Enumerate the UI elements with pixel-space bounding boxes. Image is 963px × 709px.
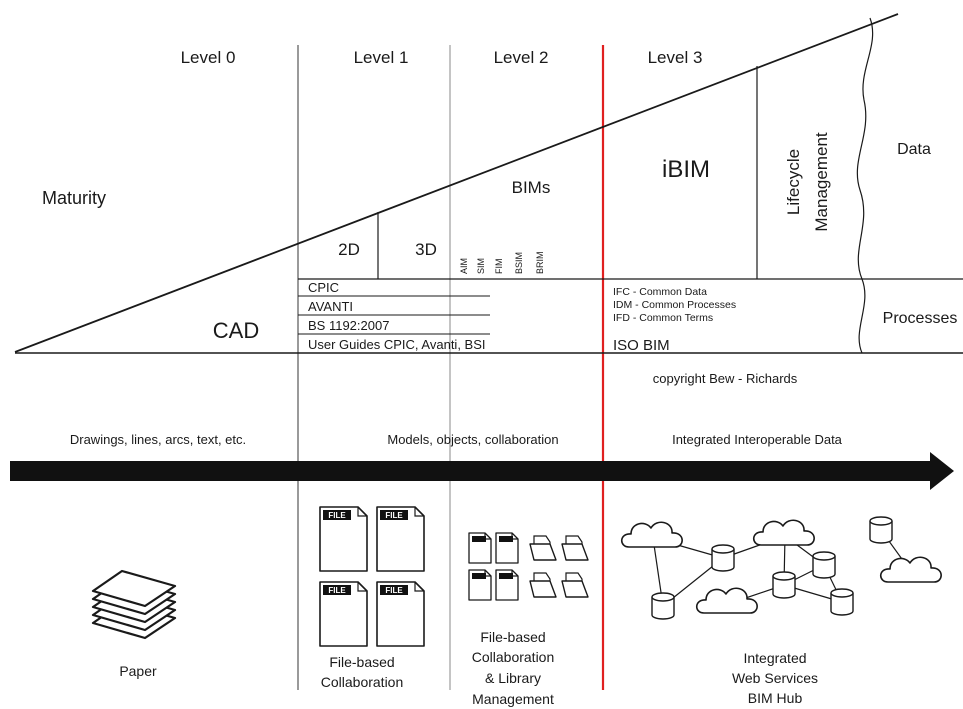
level-0-heading: Level 0 (181, 48, 236, 67)
file-document-icon: FILE (319, 506, 368, 572)
standard-idm: IDM - Common Processes (613, 299, 736, 311)
file-tag-label: FILE (385, 586, 403, 595)
caption-library-line: Management (472, 691, 554, 707)
standard-avanti: AVANTI (308, 299, 353, 314)
caption-web-services-line: Web Services (732, 670, 818, 686)
database-icon (830, 588, 854, 616)
file-document-icon (495, 569, 519, 601)
web-services-network (620, 516, 942, 620)
maturity-label: Maturity (42, 188, 106, 208)
copyright-text: copyright Bew - Richards (653, 371, 798, 386)
folder-icon (529, 572, 557, 598)
level-3-heading: Level 3 (648, 48, 703, 67)
file-document-icon (468, 569, 492, 601)
folder-icon (561, 535, 589, 561)
caption-library: File-based Collaboration & Library Manag… (472, 629, 555, 707)
ibim-label: iBIM (662, 156, 710, 183)
database-icon (812, 551, 836, 579)
cloud-icon (695, 587, 758, 614)
2d-label: 2D (338, 240, 360, 259)
timeline-drawings: Drawings, lines, arcs, text, etc. (70, 432, 246, 447)
paper-stack-icon (91, 569, 177, 640)
timeline-arrow (10, 452, 954, 490)
database-icon (772, 571, 796, 599)
standard-bs1192: BS 1192:2007 (308, 318, 389, 333)
bim-type-sim: SIM (476, 258, 486, 274)
file-icons-level2 (468, 532, 589, 601)
database-icon (651, 592, 675, 620)
caption-web-services: Integrated Web Services BIM Hub (732, 650, 818, 706)
folder-icon (561, 572, 589, 598)
timeline-integrated: Integrated Interoperable Data (672, 432, 843, 447)
file-document-icon: FILE (319, 581, 368, 647)
processes-label: Processes (883, 310, 958, 327)
level-2-heading: Level 2 (494, 48, 549, 67)
database-icon (869, 516, 893, 544)
caption-library-line: & Library (485, 670, 541, 686)
maturity-triangle-outline (14, 13, 899, 353)
file-icons-level1: FILE FILE FILE FILE (319, 506, 425, 647)
file-document-icon: FILE (376, 506, 425, 572)
iso-bim-label: ISO BIM (613, 337, 670, 354)
standard-ifc: IFC - Common Data (613, 286, 707, 298)
file-document-icon (495, 532, 519, 564)
3d-label: 3D (415, 240, 437, 259)
file-tag-label: FILE (328, 511, 346, 520)
cloud-icon (752, 519, 815, 546)
database-icon (711, 544, 735, 572)
caption-paper: Paper (119, 663, 157, 679)
caption-file-based-line: File-based (329, 654, 394, 670)
level-1-heading: Level 1 (354, 48, 409, 67)
data-wavy-boundary (856, 17, 874, 354)
bim-type-fim: FIM (494, 259, 504, 275)
caption-library-line: File-based (480, 629, 545, 645)
caption-library-line: Collaboration (472, 649, 555, 665)
standard-ifd: IFD - Common Terms (613, 312, 713, 324)
lifecycle-label-line2: Management (812, 132, 831, 232)
data-label: Data (897, 141, 931, 158)
standard-cpic: CPIC (308, 280, 339, 295)
cad-label: CAD (213, 318, 259, 343)
folder-icon (529, 535, 557, 561)
file-document-icon: FILE (376, 581, 425, 647)
cloud-icon (620, 521, 683, 548)
bims-label: BIMs (512, 178, 551, 197)
caption-file-based: File-based Collaboration (321, 654, 404, 690)
bim-types: AIM SIM FIM BSIM BRIM (459, 252, 545, 275)
caption-file-based-line: Collaboration (321, 674, 404, 690)
bim-type-aim: AIM (459, 258, 469, 274)
file-tag-label: FILE (328, 586, 346, 595)
file-document-icon (468, 532, 492, 564)
timeline-models: Models, objects, collaboration (387, 432, 558, 447)
file-tag-label: FILE (385, 511, 403, 520)
bim-type-bsim: BSIM (514, 252, 524, 274)
caption-web-services-line: Integrated (743, 650, 806, 666)
lifecycle-label-line1: Lifecycle (784, 149, 803, 215)
bim-type-brim: BRIM (535, 252, 545, 275)
cloud-icon (879, 556, 942, 583)
caption-web-services-line: BIM Hub (748, 690, 803, 706)
standard-user-guides: User Guides CPIC, Avanti, BSI (308, 337, 486, 352)
